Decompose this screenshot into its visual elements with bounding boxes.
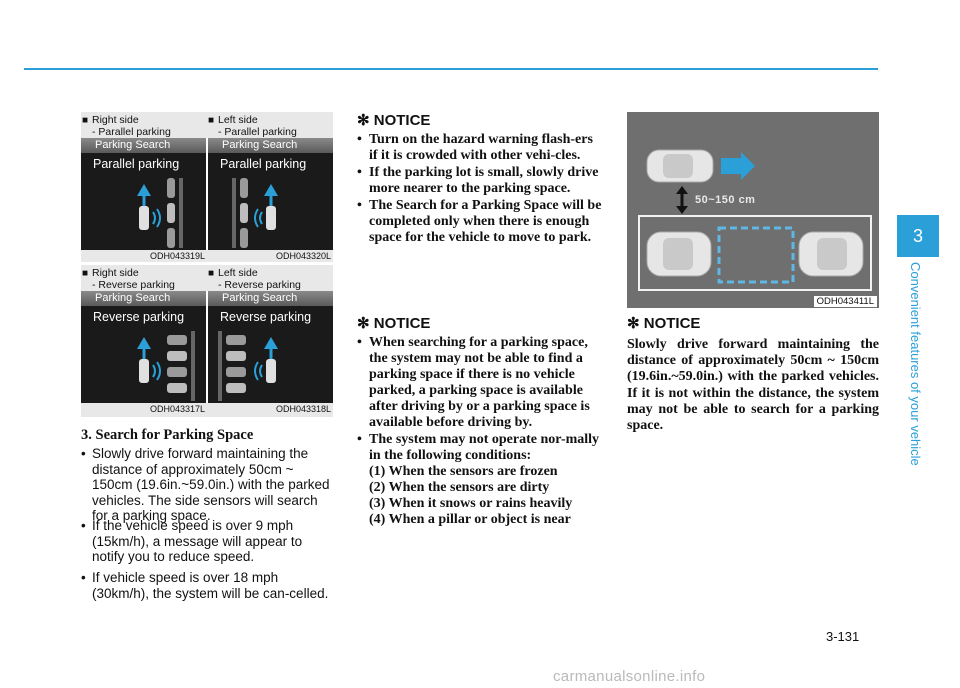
condition-item: (1) When the sensors are frozen xyxy=(369,464,558,479)
left-bullet-2: •If the vehicle speed is over 9 mph (15k… xyxy=(81,518,303,564)
reverse-right-diagram-icon xyxy=(137,331,195,401)
notice-heading-1: ✻ NOTICE xyxy=(357,112,431,129)
section-heading: 3. Search for Parking Space xyxy=(81,427,254,443)
screen-mode: Parallel parking xyxy=(220,157,307,171)
square-bullet-icon: ■ xyxy=(208,115,215,126)
square-bullet-icon: ■ xyxy=(208,268,215,279)
right-notice-text: Slowly drive forward maintaining the dis… xyxy=(627,337,879,434)
watermark: carmanualsonline.info xyxy=(553,668,706,685)
screen-header: Parking Search xyxy=(81,138,206,153)
figure-code: ODH043318L xyxy=(275,404,331,414)
caption-right-reverse: ■ Right side - Reverse parking xyxy=(82,267,175,291)
screen-header: Parking Search xyxy=(208,138,333,153)
figure-code: ODH043317L xyxy=(149,404,205,414)
notice-2-item: •The system may not operate nor-mally in… xyxy=(357,432,604,528)
screen-mode: Parallel parking xyxy=(93,157,180,171)
notice-star-icon: ✻ xyxy=(627,315,640,332)
square-bullet-icon: ■ xyxy=(82,115,89,126)
parallel-right-diagram-icon xyxy=(137,178,183,248)
screen-header: Parking Search xyxy=(208,291,333,306)
notice-1-item: •Turn on the hazard warning flash-ers if… xyxy=(357,132,593,163)
top-rule xyxy=(24,68,878,70)
chapter-tab: 3 xyxy=(897,215,939,257)
condition-item: (2) When the sensors are dirty xyxy=(369,480,550,495)
screen-header: Parking Search xyxy=(81,291,206,306)
reverse-left-diagram-icon xyxy=(218,331,278,401)
parking-distance-illustration xyxy=(627,112,879,308)
screen-left-reverse: Parking Search Reverse parking xyxy=(208,291,333,403)
figure-code: ODH043319L xyxy=(149,251,205,261)
notice-1-item: •The Search for a Parking Space will be … xyxy=(357,198,602,245)
screen-mode: Reverse parking xyxy=(220,310,312,324)
notice-2-list: •When searching for a parking space, the… xyxy=(357,335,604,529)
screen-left-parallel: Parking Search Parallel parking xyxy=(208,138,333,250)
caption-left-parallel: ■ Left side - Parallel parking xyxy=(208,114,297,138)
notice-1-item: •If the parking lot is small, slowly dri… xyxy=(357,165,599,196)
screen-mode: Reverse parking xyxy=(93,310,185,324)
chapter-label: Convenient features of your vehicle xyxy=(908,262,923,466)
notice-2-item: •When searching for a parking space, the… xyxy=(357,335,590,430)
notice-1-list: •Turn on the hazard warning flash-ers if… xyxy=(357,132,604,247)
square-bullet-icon: ■ xyxy=(82,268,89,279)
left-bullet-1: •Slowly drive forward maintaining the di… xyxy=(81,446,330,523)
notice-star-icon: ✻ xyxy=(357,112,370,129)
page-number: 3-131 xyxy=(826,629,860,644)
screen-right-parallel: Parking Search Parallel parking xyxy=(81,138,206,250)
parallel-left-diagram-icon xyxy=(232,178,278,248)
figure-code: ODH043411L xyxy=(627,296,879,310)
condition-item: (3) When it snows or rains heavily xyxy=(369,496,573,511)
figure-code: ODH043320L xyxy=(275,251,331,261)
notice-star-icon: ✻ xyxy=(357,315,370,332)
figure-reverse-parking: ■ Right side - Reverse parking ■ Left si… xyxy=(81,265,333,417)
figure-distance-diagram: 50~150 cm xyxy=(627,112,879,308)
left-bullet-3: •If vehicle speed is over 18 mph (30km/h… xyxy=(81,570,329,601)
screen-right-reverse: Parking Search Reverse parking xyxy=(81,291,206,403)
notice-heading-2: ✻ NOTICE xyxy=(357,315,431,332)
caption-left-reverse: ■ Left side - Reverse parking xyxy=(208,267,301,291)
condition-item: (4) When a pillar or object is near xyxy=(369,512,571,527)
figure-parallel-parking: ■ Right side - Parallel parking ■ Left s… xyxy=(81,112,333,262)
notice-heading-3: ✻ NOTICE xyxy=(627,315,701,332)
caption-right-parallel: ■ Right side - Parallel parking xyxy=(82,114,171,138)
distance-label: 50~150 cm xyxy=(695,194,756,206)
